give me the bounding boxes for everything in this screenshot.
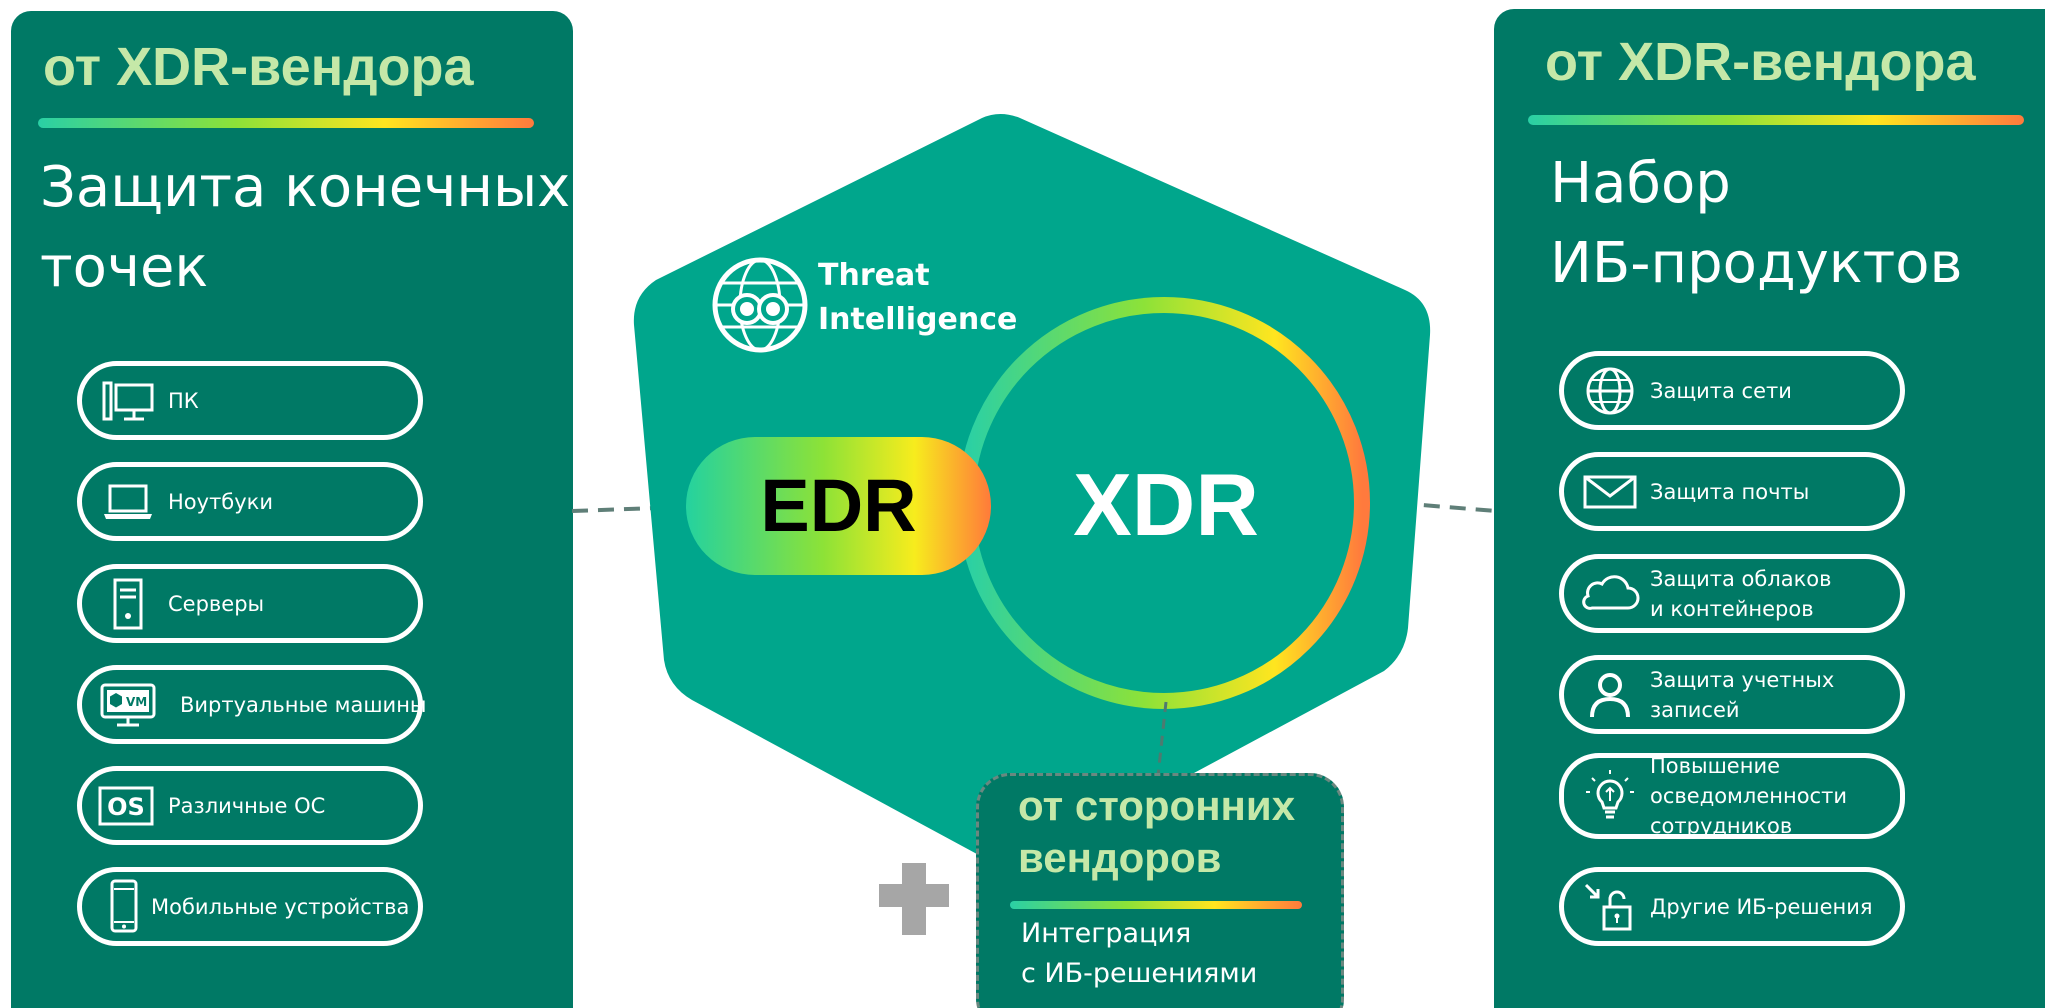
list-item-mail-protection[interactable]: Защита почты [1559,452,1905,531]
left-panel-heading: Защита конечных точек [40,148,570,308]
vm-icon-text: VM [126,695,147,709]
os-icon-text: OS [107,793,145,821]
item-line: Защита учетных [1650,667,1835,692]
list-item-pc[interactable]: ПК [77,361,423,440]
list-item-laptops[interactable]: Ноутбуки [77,462,423,541]
right-dashed-connector [1371,499,1497,513]
list-item-label: Повышение осведомленности сотрудников [1650,751,1847,841]
pc-icon [102,381,154,420]
third-party-description: Интеграция с ИБ-решениями [1021,914,1257,994]
item-line: сотрудников [1650,814,1793,838]
item-line: осведомленности [1650,784,1847,808]
list-item-various-os[interactable]: OS Различные ОС [77,766,423,845]
edr-pill [686,437,991,575]
cloud-icon [1582,574,1640,610]
list-item-label: Различные ОС [168,793,326,818]
globe-icon [1586,367,1634,414]
plus-bar-vertical [902,863,926,935]
user-icon [1590,672,1630,717]
right-vendor-title: от XDR-вендора [1545,32,1976,92]
item-line: Повышение [1650,754,1781,778]
left-vendor-title: от XDR-вендора [43,37,474,97]
third-desc-line2: с ИБ-решениями [1021,958,1258,989]
vm-icon: VM [100,683,156,726]
list-item-label: Мобильные устройства [151,894,410,919]
unlock-icon [1584,883,1632,930]
list-item-account-protection[interactable]: Защита учетных записей [1559,655,1905,734]
list-item-awareness[interactable]: Повышение осведомленности сотрудников [1559,753,1905,839]
item-line: и контейнеров [1650,596,1814,621]
third-desc-line1: Интеграция [1021,918,1192,949]
list-item-servers[interactable]: Серверы [77,564,423,643]
third-gradient-divider [1010,901,1302,909]
threat-intelligence-label: Threat Intelligence [818,254,1017,342]
mobile-icon [110,879,138,932]
list-item-other-solutions[interactable]: Другие ИБ-решения [1559,867,1905,946]
list-item-label: Защита сети [1650,378,1792,403]
list-item-label: Серверы [168,591,265,616]
left-heading-line2: точек [40,235,209,300]
laptop-icon [104,484,152,519]
third-party-vendors-box [976,773,1344,1008]
edr-label: EDR [760,464,917,547]
list-item-network-protection[interactable]: Защита сети [1559,351,1905,430]
right-heading-line2: ИБ-продуктов [1550,231,1963,296]
third-title-line2: вендоров [1018,834,1222,881]
left-dashed-connector [571,505,687,513]
item-line: Защита облаков [1650,566,1832,591]
list-item-cloud-protection[interactable]: Защита облаков и контейнеров [1559,554,1905,633]
list-item-label: Защита облаков и контейнеров [1650,564,1832,624]
list-item-label: Защита почты [1650,479,1810,504]
list-item-label: Ноутбуки [168,489,274,514]
server-icon [113,578,143,629]
list-item-mobile-devices[interactable]: Мобильные устройства [77,867,423,946]
list-item-label: ПК [168,388,199,413]
os-icon: OS [98,786,154,825]
hexagon-shape [633,114,1431,866]
ti-line1: Threat [818,258,930,293]
right-heading-line1: Набор [1550,151,1731,216]
envelope-icon [1583,475,1637,508]
ring-dashed-connector [1156,701,1168,777]
third-title-line1: от сторонних [1018,782,1296,829]
lightbulb-icon [1586,770,1634,819]
xdr-label: XDR [1073,455,1259,554]
third-party-title: от сторонних вендоров [1018,780,1295,884]
ti-line2: Intelligence [818,302,1018,337]
globe-binoculars-icon [712,257,808,353]
list-item-label: Другие ИБ-решения [1650,894,1873,919]
left-heading-line1: Защита конечных [40,155,571,220]
right-panel-heading: Набор ИБ-продуктов [1550,144,1963,304]
list-item-virtual-machines[interactable]: VM Виртуальные машины [77,665,427,744]
right-gradient-divider [1528,115,2024,125]
list-item-label: Виртуальные машины [180,692,427,717]
item-line: записей [1650,697,1740,722]
list-item-label: Защита учетных записей [1650,665,1834,725]
left-gradient-divider [38,118,534,128]
